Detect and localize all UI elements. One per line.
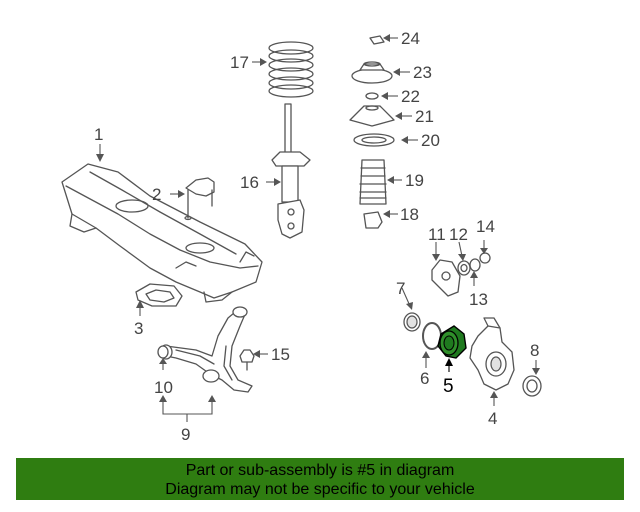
callout-11[interactable]: 11 — [428, 225, 446, 244]
insulator-part[interactable] — [353, 133, 395, 147]
callout-6[interactable]: 6 — [420, 369, 429, 388]
callout-17[interactable]: 17 — [230, 53, 249, 72]
upper-seat-part[interactable] — [349, 105, 395, 127]
parts-diagram: 1 2 3 10 15 9 — [61, 29, 542, 444]
callout-7[interactable]: 7 — [396, 279, 405, 298]
callout-20[interactable]: 20 — [421, 131, 440, 150]
steering-knuckle-part[interactable] — [469, 317, 515, 391]
bump-stop-part[interactable] — [363, 211, 383, 229]
callout-9[interactable]: 9 — [181, 425, 190, 444]
callout-4[interactable]: 4 — [488, 409, 497, 428]
strut-mount-part[interactable] — [351, 61, 393, 84]
dust-boot-part[interactable] — [359, 159, 387, 205]
callout-1[interactable]: 1 — [94, 125, 103, 144]
callout-24[interactable]: 24 — [401, 29, 420, 48]
wheel-bearing-part[interactable] — [437, 325, 467, 359]
callout-21[interactable]: 21 — [415, 107, 434, 126]
strut-part[interactable] — [271, 103, 311, 239]
info-banner: Part or sub-assembly is #5 in diagram Di… — [16, 458, 624, 500]
bushing-part[interactable] — [157, 345, 169, 359]
bracket-part[interactable] — [184, 177, 215, 221]
callout-5[interactable]: 5 — [443, 376, 454, 397]
callout-18[interactable]: 18 — [400, 205, 419, 224]
callout-23[interactable]: 23 — [413, 63, 432, 82]
callout-19[interactable]: 19 — [405, 171, 424, 190]
plate-part[interactable] — [135, 283, 183, 307]
callout-15[interactable]: 15 — [271, 345, 290, 364]
ball-joint-part[interactable] — [239, 349, 255, 371]
cam-bushing-part[interactable] — [469, 258, 481, 272]
banner-line-part-number: Part or sub-assembly is #5 in diagram — [185, 462, 455, 479]
nut-part[interactable] — [369, 35, 385, 45]
coil-spring-part[interactable] — [268, 41, 314, 98]
washer-part[interactable] — [365, 92, 379, 100]
banner-line-disclaimer: Diagram may not be specific to your vehi… — [165, 481, 475, 498]
lower-control-arm-part[interactable] — [159, 306, 253, 393]
callout-13[interactable]: 13 — [469, 290, 488, 309]
callout-2[interactable]: 2 — [152, 185, 161, 204]
crossmember-part[interactable] — [61, 163, 263, 303]
cam-bracket-part[interactable] — [431, 259, 461, 297]
cam-bolt-part[interactable] — [479, 252, 491, 264]
seal-part[interactable] — [403, 312, 421, 332]
callout-16[interactable]: 16 — [240, 173, 259, 192]
callout-10[interactable]: 10 — [154, 378, 173, 397]
outer-seal-part[interactable] — [522, 375, 542, 397]
callout-22[interactable]: 22 — [401, 87, 420, 106]
callout-3[interactable]: 3 — [134, 319, 143, 338]
callout-14[interactable]: 14 — [476, 217, 495, 236]
cam-washer-part[interactable] — [457, 260, 471, 276]
callout-12[interactable]: 12 — [449, 225, 468, 244]
callout-8[interactable]: 8 — [530, 341, 539, 360]
